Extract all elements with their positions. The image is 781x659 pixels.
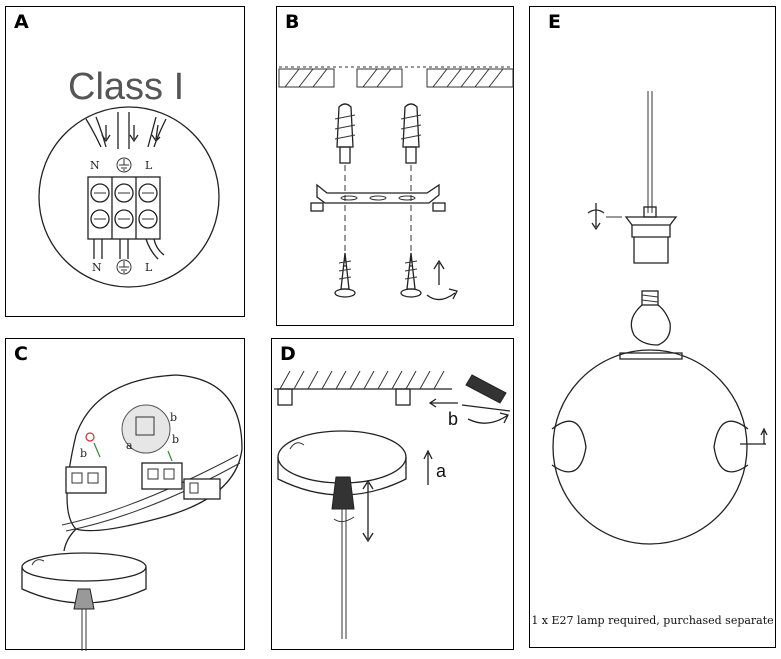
connector-right-icon xyxy=(183,478,221,500)
terminal-block xyxy=(87,176,161,240)
panel-d-letter: D xyxy=(280,343,296,365)
incoming-wires xyxy=(85,112,167,149)
screw-left-icon xyxy=(334,252,356,298)
earth-symbol-top-icon xyxy=(116,157,132,173)
panel-c-letter: C xyxy=(14,343,28,365)
alignment-guides xyxy=(344,165,412,267)
screwdriver-icon xyxy=(461,374,511,424)
mounting-bracket-diagram xyxy=(278,66,514,301)
panel-a-letter: A xyxy=(14,11,29,33)
ceiling-hatch xyxy=(278,66,514,88)
wiring-diagram: Class I N L xyxy=(38,66,220,288)
ceiling-line xyxy=(274,370,452,390)
lamp-assembly-diagram xyxy=(551,91,768,545)
cable-grip-icon xyxy=(73,588,95,651)
panel-d: D b a xyxy=(271,338,514,650)
outgoing-wires xyxy=(93,238,165,260)
up-down-arrow-icon xyxy=(362,479,374,543)
earth-symbol-bottom-icon xyxy=(116,259,132,275)
connector-middle-icon xyxy=(141,450,183,490)
class-label: Class I xyxy=(68,66,184,108)
panel-b-letter: B xyxy=(285,11,300,33)
callout-label-b2: b xyxy=(80,447,87,460)
top-label-n: N xyxy=(90,159,100,172)
inset-circle xyxy=(121,404,171,454)
wall-plug-left-icon xyxy=(334,103,356,164)
mounting-bracket xyxy=(310,183,446,212)
suspension-cable xyxy=(647,91,653,213)
screw-right-icon xyxy=(400,252,422,298)
connector-left-icon xyxy=(65,432,107,494)
light-bulb-icon xyxy=(630,290,671,346)
cable-grip-icon xyxy=(331,476,355,639)
arrow-label-a: a xyxy=(436,461,447,481)
panel-b: B xyxy=(276,6,514,326)
callout-label-b3: b xyxy=(172,433,179,446)
panel-e-letter: E xyxy=(548,11,561,33)
left-arrow-b-icon xyxy=(428,398,458,408)
wall-plug-right-icon xyxy=(400,103,422,164)
callout-label-b1: b xyxy=(170,411,177,424)
lamp-note: 1 x E27 lamp required, purchased separat… xyxy=(531,614,774,627)
globe-shade xyxy=(551,349,749,545)
twist-lock-arrow-icon xyxy=(587,203,622,231)
rotate-arrow-icon xyxy=(426,259,458,301)
up-arrow-icon xyxy=(740,427,768,445)
arrow-label-b: b xyxy=(448,409,458,429)
panel-a: A Class I N L xyxy=(5,6,245,317)
top-label-l: L xyxy=(145,159,153,172)
lamp-holder xyxy=(624,206,678,264)
bottom-label-l: L xyxy=(145,261,153,274)
canopy-mounting-diagram: b a xyxy=(274,370,511,639)
up-arrow-a-icon xyxy=(423,449,433,485)
bracket-ends xyxy=(277,388,411,406)
bottom-label-n: N xyxy=(92,261,102,274)
canopy-wiring-diagram: b a b b xyxy=(21,374,243,651)
callout-label-a: a xyxy=(126,439,133,452)
zoom-callout xyxy=(61,374,243,552)
terminal-circle xyxy=(38,106,220,288)
panel-e: E 1 x E27 lamp required, purchas xyxy=(529,6,776,648)
panel-c: C b a b b xyxy=(5,338,245,651)
